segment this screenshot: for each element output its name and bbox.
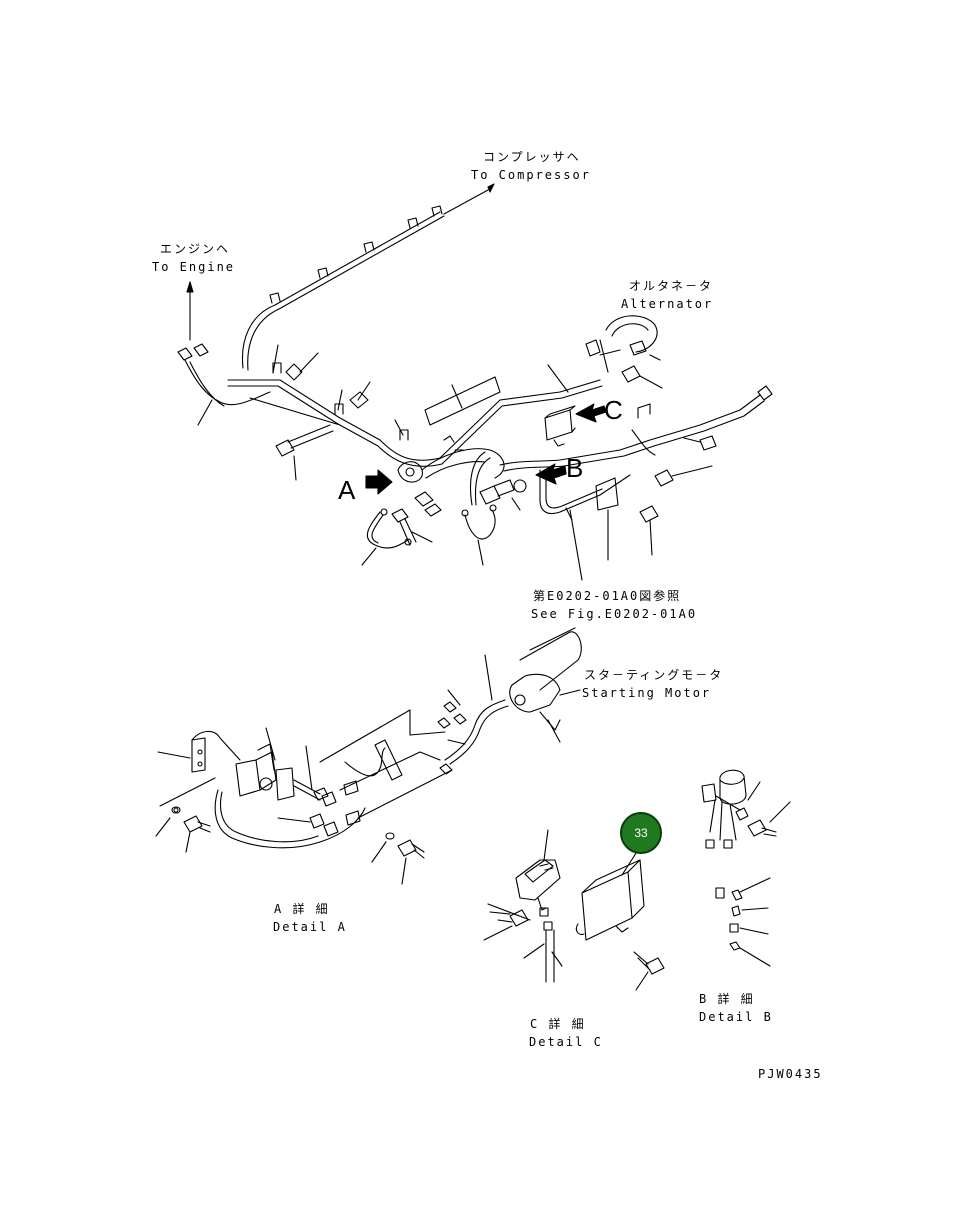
detail-a-label-jp: A 詳 細 [274, 902, 330, 916]
see-fig-label-en: See Fig.E0202-01A0 [531, 607, 698, 621]
engine-label-en: To Engine [152, 260, 236, 274]
detail-b-drawing [701, 769, 791, 967]
arrow-b-icon [535, 463, 567, 485]
engine-label-jp: エンジンヘ [160, 242, 231, 256]
drawing-code: PJW0435 [758, 1067, 823, 1081]
detail-c-label-en: Detail C [529, 1035, 603, 1049]
detail-b-label-en: Detail B [699, 1010, 773, 1024]
detail-c-drawing [483, 829, 665, 991]
starting-motor-label-en: Starting Motor [582, 686, 712, 700]
detail-b-label-jp: B 詳 細 [699, 992, 755, 1006]
detail-c-label-jp: C 詳 細 [530, 1017, 586, 1031]
alternator-label-jp: オルタネ－タ [629, 279, 714, 293]
main-harness [177, 183, 773, 581]
starting-motor-section [319, 627, 582, 826]
compressor-label-jp: コンプレッサヘ [483, 150, 581, 164]
see-fig-label-jp: 第E0202-01A0図参照 [533, 589, 682, 603]
alternator-label-en: Alternator [621, 297, 714, 311]
starting-motor-label-jp: スタ－ティングモ－タ [584, 668, 724, 682]
callout-b: B [566, 453, 584, 483]
callout-a: A [338, 475, 356, 505]
callout-c: C [604, 395, 623, 425]
detail-a-drawing [155, 727, 425, 885]
part-number-badge[interactable]: 33 [620, 812, 662, 854]
compressor-label-en: To Compressor [471, 168, 591, 182]
arrow-c-icon [575, 403, 607, 423]
detail-a-label-en: Detail A [273, 920, 347, 934]
arrow-a-icon [365, 469, 393, 495]
